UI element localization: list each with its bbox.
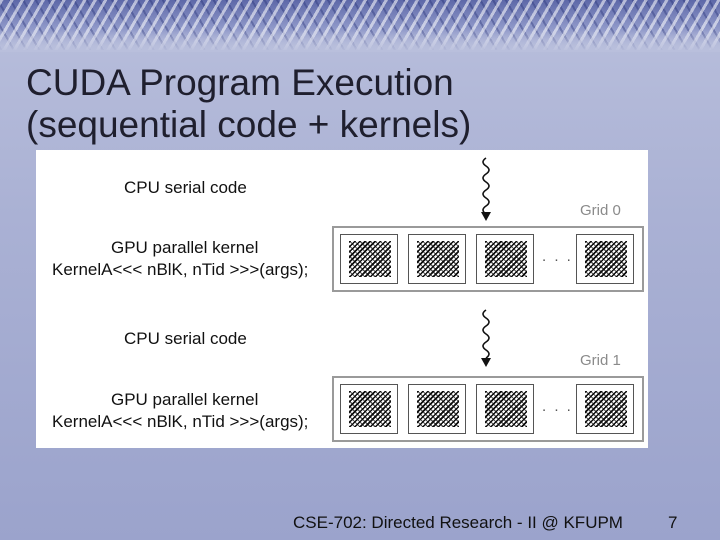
squiggle-arrow-1: [481, 157, 491, 221]
ellipsis: . . .: [542, 248, 573, 265]
thread-block: [476, 384, 534, 434]
ellipsis: . . .: [542, 398, 573, 415]
thread-block: [408, 234, 466, 284]
kernel-launch-label: KernelA<<< nBlK, nTid >>>(args);: [52, 260, 309, 279]
thread-block: [340, 234, 398, 284]
gpu-parallel-kernel-label: GPU parallel kernel: [111, 390, 259, 409]
threads-icon: [485, 391, 527, 427]
thread-block: [408, 384, 466, 434]
squiggle-arrow-2: [481, 309, 491, 367]
cpu-serial-code-label: CPU serial code: [124, 329, 247, 348]
grid-1: . . .: [332, 376, 644, 442]
grid-0-label: Grid 0: [580, 202, 621, 219]
cpu-serial-code-label: CPU serial code: [124, 178, 247, 197]
cuda-execution-diagram: CPU serial code Grid 0 GPU parallel kern…: [36, 150, 648, 448]
title-line-2: (sequential code + kernels): [26, 104, 472, 145]
thread-block: [476, 234, 534, 284]
threads-icon: [585, 241, 627, 277]
threads-icon: [585, 391, 627, 427]
page-number: 7: [668, 513, 678, 532]
kernel-launch-label: KernelA<<< nBlK, nTid >>>(args);: [52, 412, 309, 431]
grid-1-label: Grid 1: [580, 352, 621, 369]
threads-icon: [485, 241, 527, 277]
slide-footer: CSE-702: Directed Research - II @ KFUPM: [293, 513, 623, 532]
threads-icon: [417, 241, 459, 277]
slide-title: CUDA Program Execution (sequential code …: [26, 62, 471, 146]
thread-block: [340, 384, 398, 434]
thread-flow-arrows: [481, 157, 491, 367]
header-banner-fade: [0, 30, 720, 52]
gpu-parallel-kernel-label: GPU parallel kernel: [111, 238, 259, 257]
threads-icon: [349, 241, 391, 277]
threads-icon: [417, 391, 459, 427]
title-line-1: CUDA Program Execution: [26, 62, 454, 103]
thread-block: [576, 384, 634, 434]
thread-block: [576, 234, 634, 284]
grid-0: . . .: [332, 226, 644, 292]
threads-icon: [349, 391, 391, 427]
